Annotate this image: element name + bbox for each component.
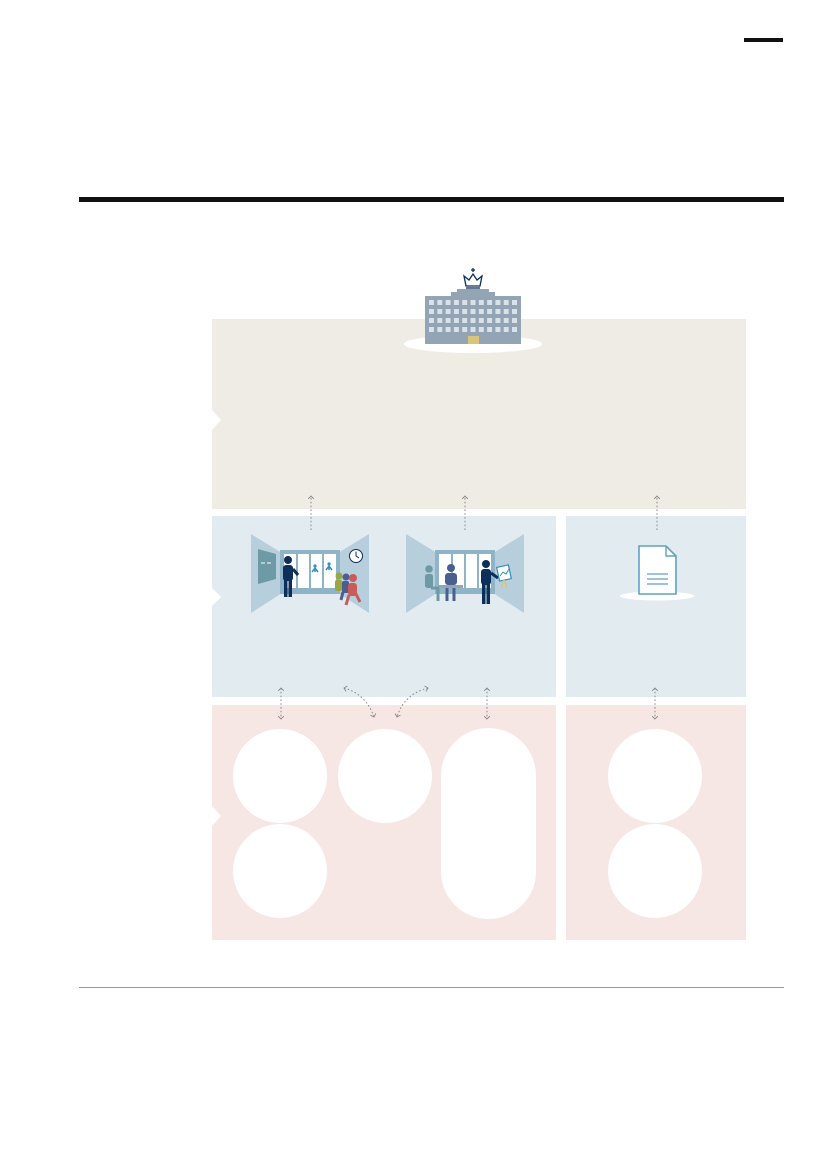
building-window: [495, 309, 500, 314]
building-window: [479, 327, 484, 332]
building-window: [504, 300, 509, 305]
building-window: [454, 327, 459, 332]
building-window: [429, 327, 434, 332]
building-window: [471, 309, 476, 314]
building-window: [471, 300, 476, 305]
building-window: [512, 318, 517, 323]
student-circle: [608, 824, 702, 918]
building-window: [429, 300, 434, 305]
building-window: [487, 300, 492, 305]
footer-rule: [79, 987, 784, 988]
building-window: [462, 300, 467, 305]
building-window: [512, 309, 517, 314]
building-window: [462, 309, 467, 314]
building-window: [454, 300, 459, 305]
building-window: [446, 309, 451, 314]
building-window: [479, 309, 484, 314]
building-window: [446, 327, 451, 332]
building-window: [495, 300, 500, 305]
building-window: [446, 300, 451, 305]
crown-icon: [464, 268, 482, 288]
building-window: [504, 327, 509, 332]
building-window: [479, 318, 484, 323]
building-window: [471, 318, 476, 323]
building-window: [479, 300, 484, 305]
building-window: [454, 309, 459, 314]
student-circle: [608, 729, 702, 823]
student-circle: [233, 729, 327, 823]
building-window: [512, 300, 517, 305]
building-window: [454, 318, 459, 323]
document-panel: [566, 516, 746, 697]
building-window: [437, 309, 442, 314]
building-window: [504, 318, 509, 323]
building-window: [471, 327, 476, 332]
student-pill: [441, 728, 536, 919]
building-window: [429, 318, 434, 323]
ministry-building-with-crown-icon: [404, 268, 542, 353]
building-window: [487, 318, 492, 323]
building-window: [429, 309, 434, 314]
building-window: [487, 327, 492, 332]
student-circle: [338, 729, 432, 823]
building-window: [495, 327, 500, 332]
building-window: [504, 309, 509, 314]
door: [468, 336, 479, 344]
building-window: [437, 318, 442, 323]
building-window: [512, 327, 517, 332]
building-window: [437, 300, 442, 305]
building-window: [446, 318, 451, 323]
student-circle: [233, 824, 327, 918]
building-window: [495, 318, 500, 323]
building-window: [437, 327, 442, 332]
building-window: [462, 327, 467, 332]
building-window: [462, 318, 467, 323]
building-window: [487, 309, 492, 314]
